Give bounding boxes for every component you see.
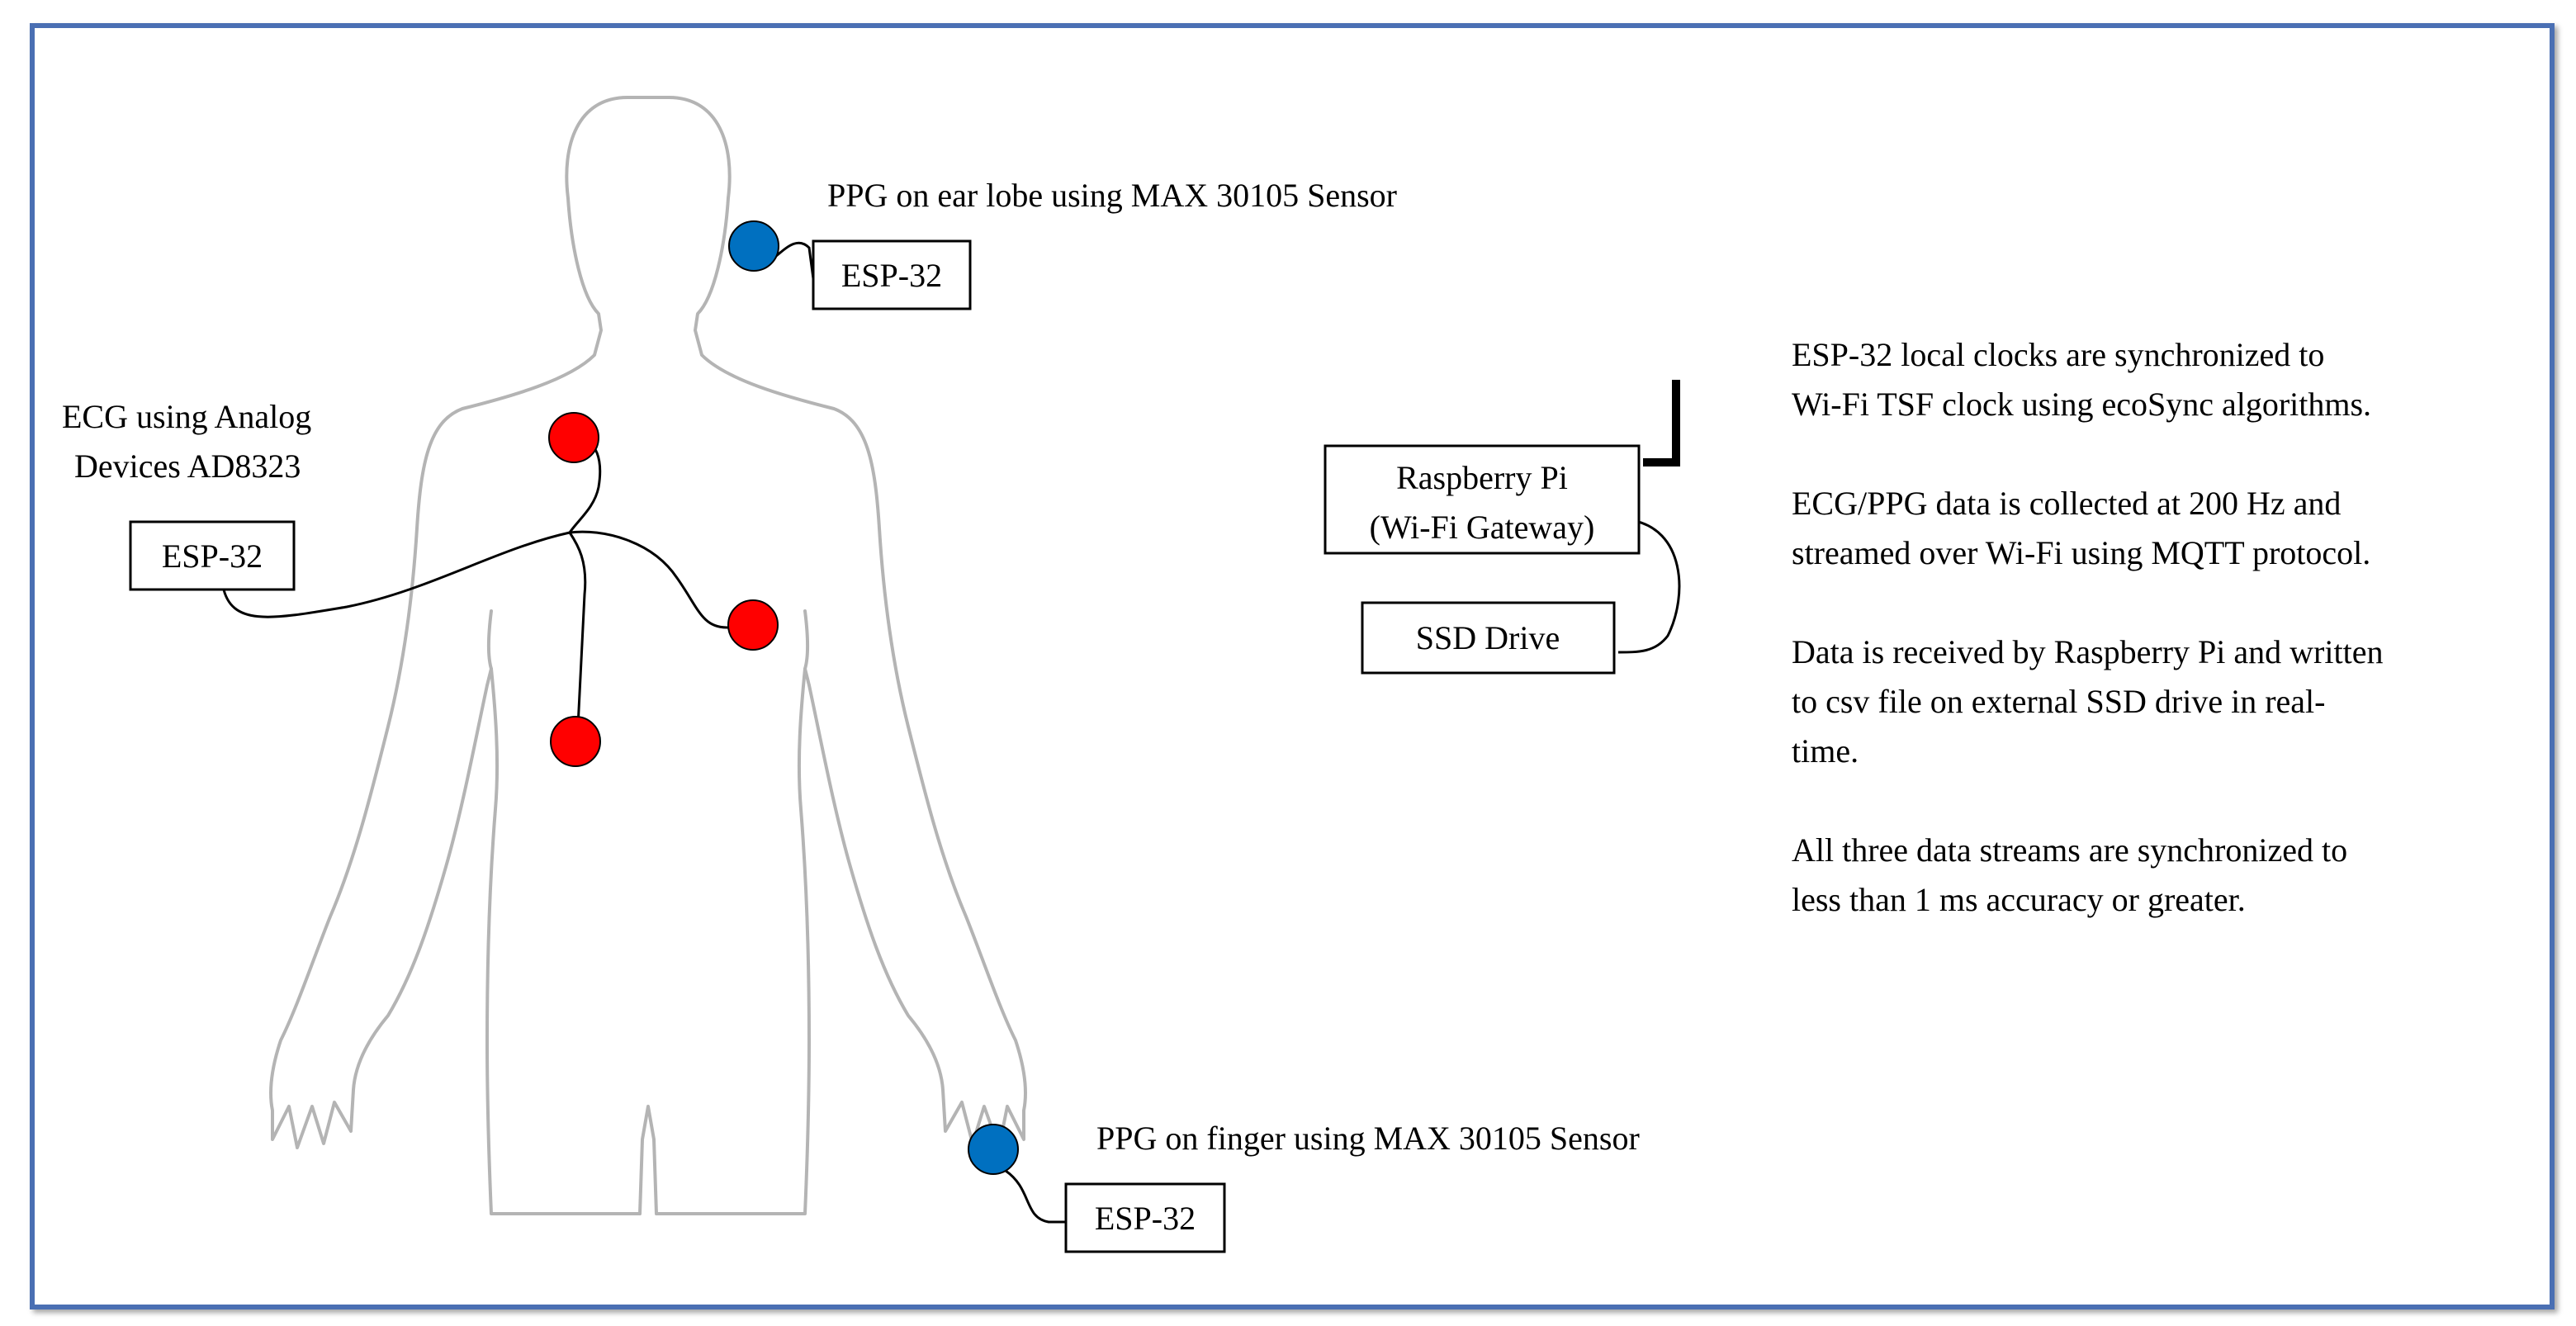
ecg-wires xyxy=(221,436,747,727)
esp32-finger-box: ESP-32 xyxy=(1064,1182,1226,1253)
diagram-frame xyxy=(30,23,2555,1309)
note-data-collection: ECG/PPG data is collected at 200 Hz and … xyxy=(1792,479,2535,578)
esp32-ecg-box: ESP-32 xyxy=(129,520,296,591)
raspberry-pi-label: Raspberry Pi xyxy=(1396,459,1568,496)
esp32-ear-label: ESP-32 xyxy=(841,257,942,294)
ecg-label-line1: ECG using Analog xyxy=(62,398,311,435)
note-clock-sync: ESP-32 local clocks are synchronized to … xyxy=(1792,330,2535,429)
antenna-icon xyxy=(1643,380,1680,466)
note-rx-line3: time. xyxy=(1792,732,1859,770)
note-rx-line2: to csv file on external SSD drive in rea… xyxy=(1792,683,2326,720)
note-rx-line1: Data is received by Raspberry Pi and wri… xyxy=(1792,633,2384,670)
ecg-electrode-abdomen xyxy=(550,716,601,767)
note-sync-line1: All three data streams are synchronized … xyxy=(1792,831,2348,869)
ppg-finger-label: PPG on finger using MAX 30105 Sensor xyxy=(1096,1120,1640,1157)
ppg-finger-sensor xyxy=(968,1124,1019,1175)
ssd-drive-box: SSD Drive xyxy=(1361,601,1616,675)
note-sync-line2: less than 1 ms accuracy or greater. xyxy=(1792,881,2246,918)
ecg-electrode-left-chest xyxy=(727,599,779,651)
note-clock-line1: ESP-32 local clocks are synchronized to xyxy=(1792,336,2325,373)
ecg-electrode-upper-chest xyxy=(548,412,599,463)
ppg-ear-label: PPG on ear lobe using MAX 30105 Sensor xyxy=(827,177,1397,214)
wifi-gateway-label: (Wi-Fi Gateway) xyxy=(1370,509,1595,546)
note-data-line2: streamed over Wi-Fi using MQTT protocol. xyxy=(1792,534,2371,571)
ssd-drive-label: SSD Drive xyxy=(1416,619,1560,656)
body-outline xyxy=(269,96,1027,1215)
esp32-finger-label: ESP-32 xyxy=(1095,1200,1196,1237)
note-data-line1: ECG/PPG data is collected at 200 Hz and xyxy=(1792,485,2342,522)
note-clock-line2: Wi-Fi TSF clock using ecoSync algorithms… xyxy=(1792,386,2372,423)
note-stream-sync: All three data streams are synchronized … xyxy=(1792,826,2535,925)
raspberry-pi-box: Raspberry Pi (Wi-Fi Gateway) xyxy=(1324,444,1641,555)
ppg-finger-wire xyxy=(1005,1169,1069,1224)
ppg-ear-sensor xyxy=(728,220,779,272)
note-data-received: Data is received by Raspberry Pi and wri… xyxy=(1792,627,2535,776)
ecg-label-line2: Devices AD8323 xyxy=(74,448,301,485)
esp32-ecg-label: ESP-32 xyxy=(162,538,263,575)
esp32-ear-box: ESP-32 xyxy=(812,239,972,310)
rpi-ssd-cable xyxy=(1617,519,1681,654)
